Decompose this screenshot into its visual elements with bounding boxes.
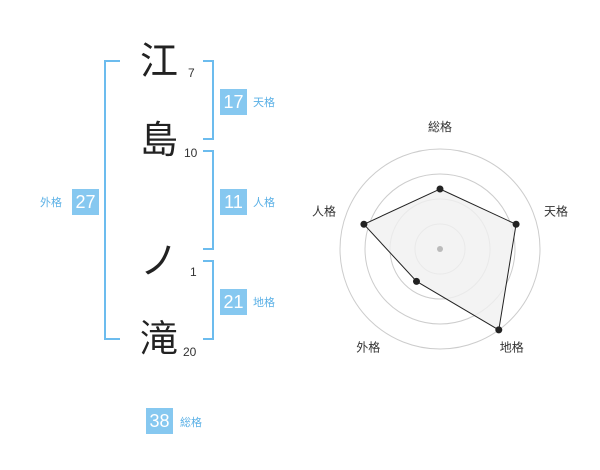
chikaku-value: 21 bbox=[220, 289, 247, 315]
radar-point-1 bbox=[436, 185, 444, 193]
jinkaku-value: 11 bbox=[220, 189, 247, 215]
tenkaku-bracket bbox=[203, 60, 214, 140]
radar-point-3 bbox=[495, 326, 503, 334]
radar-axis-label-1: 総格 bbox=[428, 119, 452, 134]
radar-ring-3 bbox=[364, 173, 516, 325]
gaikaku-value: 27 bbox=[72, 189, 99, 215]
radar-point-5 bbox=[360, 220, 368, 228]
radar-ring-4 bbox=[339, 148, 541, 350]
soukaku-label: 総格 bbox=[180, 416, 202, 429]
chikaku-bracket bbox=[203, 260, 214, 340]
gaikaku-label: 外格 bbox=[40, 196, 62, 209]
stroke-count-4: 20 bbox=[183, 345, 197, 359]
stroke-count-3: 1 bbox=[190, 265, 197, 279]
radar-area bbox=[363, 188, 517, 331]
radar-axis-label-2: 天格 bbox=[544, 203, 568, 218]
gaikaku-bracket bbox=[104, 60, 120, 340]
name-char-3: ノ bbox=[140, 239, 179, 283]
radar-center-dot bbox=[437, 246, 443, 252]
radar-axis-label-4: 外格 bbox=[356, 340, 380, 355]
radar-points bbox=[360, 185, 520, 334]
radar-axis-label-3: 地格 bbox=[500, 340, 524, 355]
soukaku-value: 38 bbox=[146, 408, 173, 434]
stroke-count-2: 10 bbox=[184, 146, 198, 160]
jinkaku-label: 人格 bbox=[253, 196, 275, 209]
radar-axis-label-5: 人格 bbox=[312, 203, 336, 218]
radar-point-4 bbox=[412, 277, 420, 285]
radar-point-2 bbox=[512, 220, 520, 228]
stroke-count-1: 7 bbox=[188, 66, 195, 80]
name-char-2: 島 bbox=[140, 118, 179, 162]
tenkaku-label: 天格 bbox=[253, 96, 275, 109]
jinkaku-bracket bbox=[203, 150, 214, 250]
chikaku-label: 地格 bbox=[253, 296, 275, 309]
name-char-1: 江 bbox=[140, 39, 179, 83]
tenkaku-value: 17 bbox=[220, 89, 247, 115]
name-char-4: 滝 bbox=[140, 317, 179, 361]
